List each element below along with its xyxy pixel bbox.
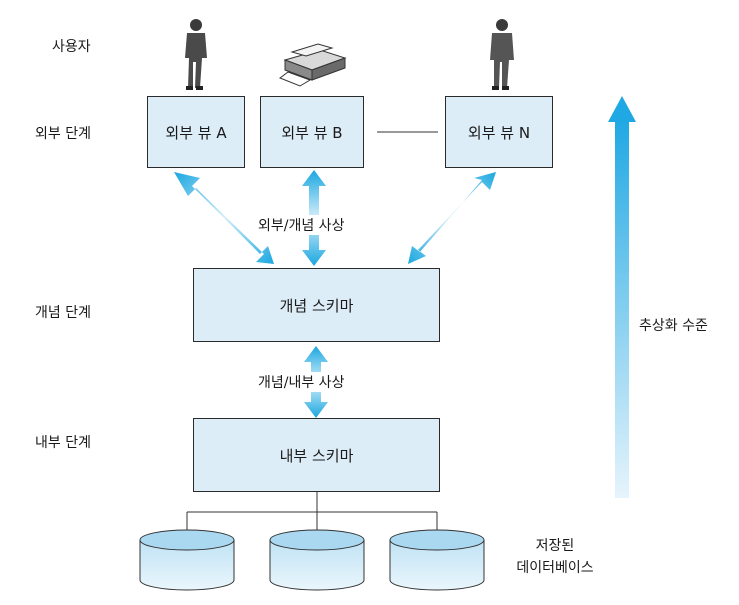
level-label-internal: 내부 단계 xyxy=(35,435,91,451)
level-label-conceptual: 개념 단계 xyxy=(35,305,91,321)
mapping-arrow-a xyxy=(174,172,274,264)
internal-schema-box: 내부 스키마 xyxy=(193,418,440,492)
mapping-label-external-conceptual: 외부/개념 사상 xyxy=(256,215,347,235)
storage-connector xyxy=(186,492,438,532)
external-view-b: 외부 뷰 B xyxy=(260,96,364,168)
level-label-external: 외부 단계 xyxy=(35,126,91,142)
abstraction-label: 추상화 수준 xyxy=(639,318,708,334)
database-label-line1: 저장된 xyxy=(535,538,575,554)
level-label-user: 사용자 xyxy=(52,39,91,55)
person-icon xyxy=(490,19,514,90)
conceptual-schema-box: 개념 스키마 xyxy=(193,268,440,342)
database-cylinder xyxy=(389,529,485,591)
person-icon xyxy=(185,19,207,90)
printer-icon xyxy=(278,43,347,87)
mapping-arrow-n xyxy=(408,172,496,264)
mapping-label-conceptual-internal: 개념/내부 사상 xyxy=(256,372,347,392)
external-view-n: 외부 뷰 N xyxy=(445,96,553,168)
abstraction-arrow xyxy=(608,96,636,498)
database-label-line2: 데이터베이스 xyxy=(516,560,594,576)
database-label: 저장된 데이터베이스 xyxy=(500,535,610,579)
database-cylinder xyxy=(269,529,365,591)
external-view-a: 외부 뷰 A xyxy=(147,96,245,168)
database-cylinder xyxy=(139,529,235,591)
